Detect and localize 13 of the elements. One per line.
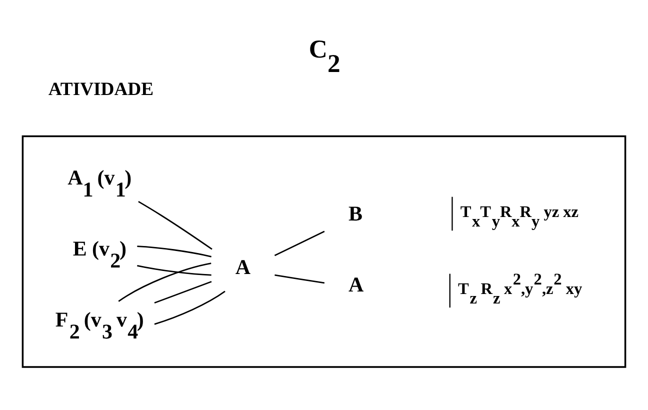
connector [154, 280, 212, 304]
connector [137, 246, 212, 258]
connector [274, 230, 325, 256]
node-text: B [348, 202, 362, 226]
connector [274, 274, 325, 284]
connector [154, 290, 226, 325]
node-text: A [348, 272, 364, 297]
connector [118, 262, 212, 302]
label: ATIVIDADE [48, 79, 154, 100]
node-text: A [235, 255, 251, 280]
cluster [22, 135, 626, 368]
connector [137, 264, 212, 276]
connector [138, 200, 212, 250]
